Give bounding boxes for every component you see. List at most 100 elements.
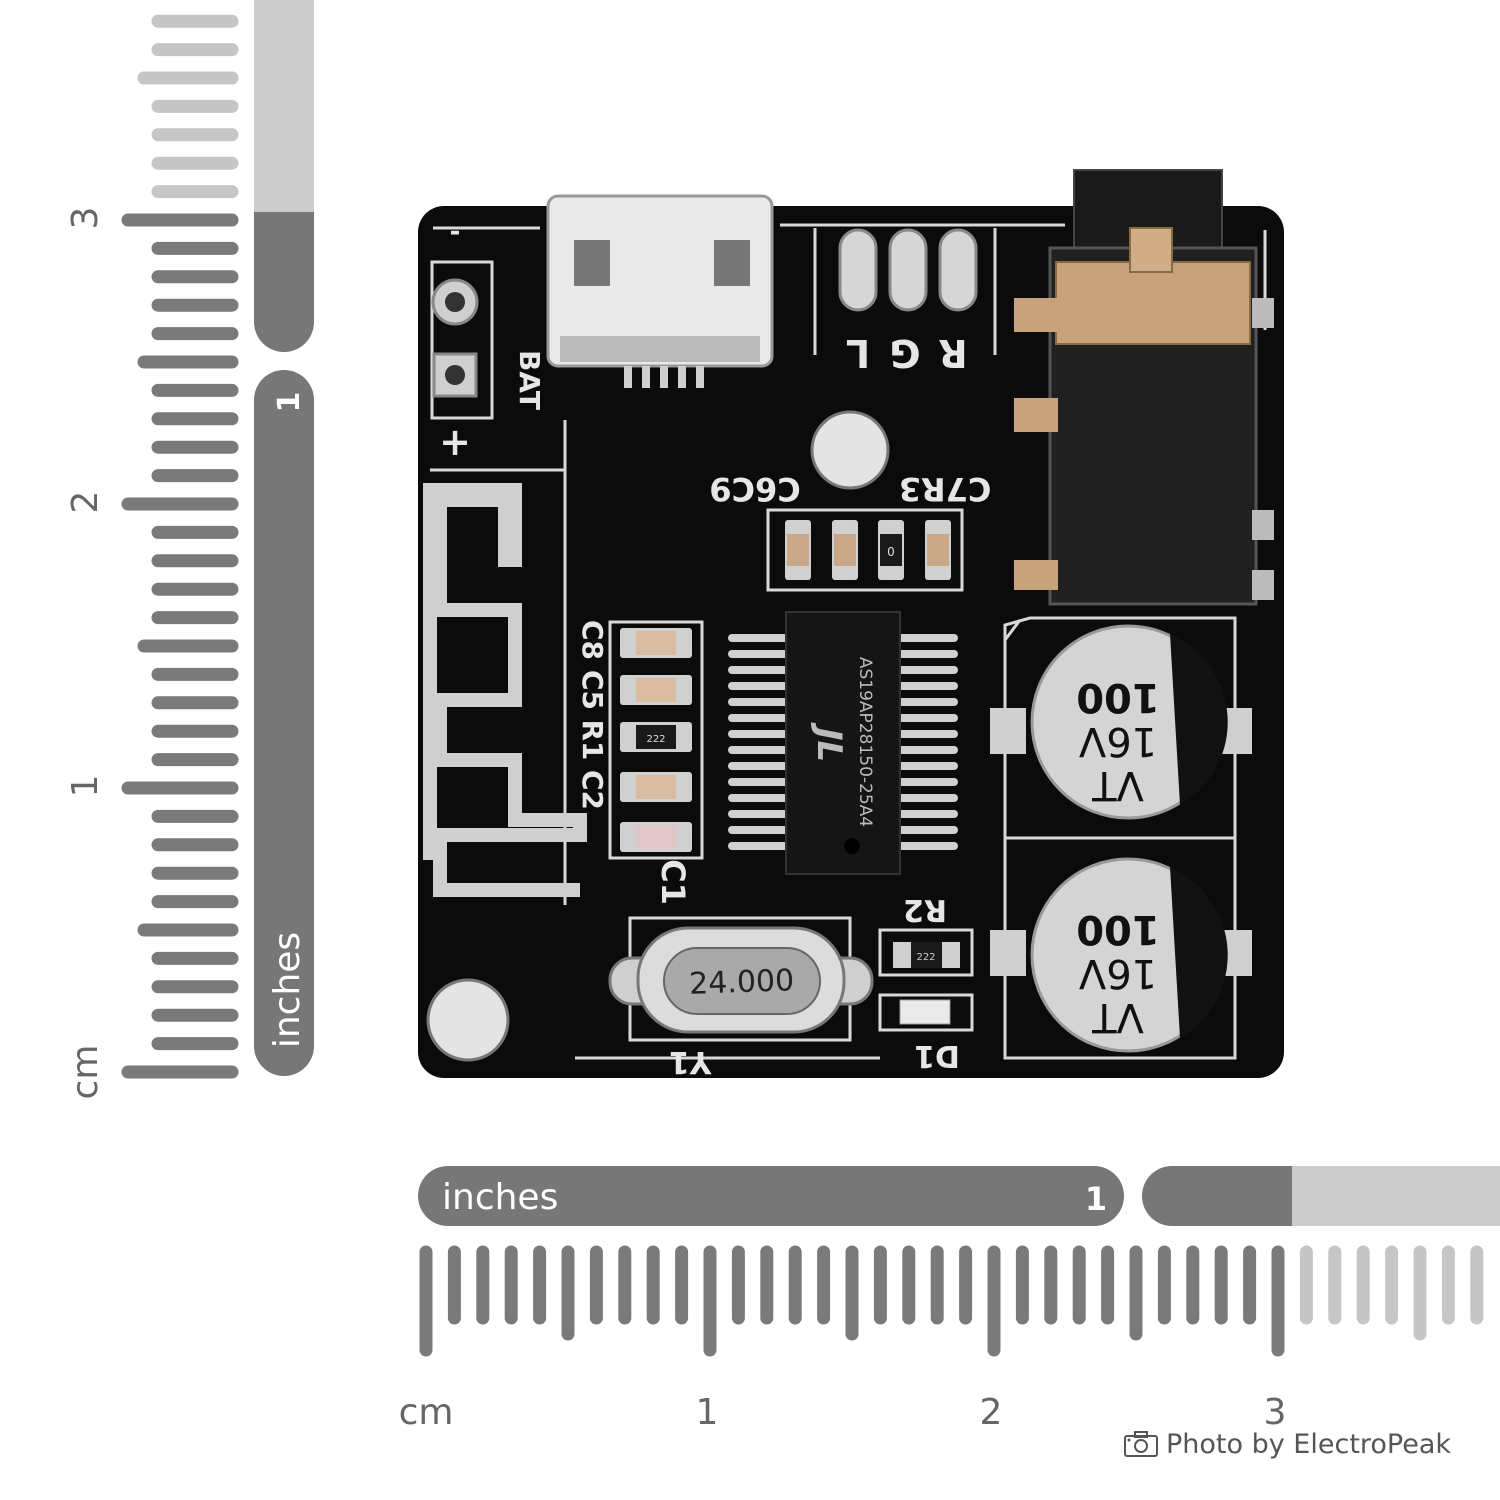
inch-bar-light <box>254 0 314 212</box>
smd-component <box>832 520 858 580</box>
r1-code: 222 <box>646 734 665 745</box>
label-c1: C1 <box>654 859 692 905</box>
smd-component-column: 222 <box>620 628 692 852</box>
chip-pin <box>728 746 790 754</box>
horizontal-ruler-ticks <box>419 1245 1484 1357</box>
chip-pin <box>728 650 790 658</box>
r2-outline <box>878 928 974 977</box>
label-minus: - <box>450 217 461 247</box>
label-c2: C2 <box>576 770 609 810</box>
label-pin-l: L <box>846 331 870 375</box>
chip-pin <box>896 650 958 658</box>
vertical-cm-label: cm <box>65 1045 106 1100</box>
chip-pin <box>896 682 958 690</box>
chip-pin <box>896 842 958 850</box>
chip-pin <box>728 698 790 706</box>
chip-logo: JL <box>809 722 849 762</box>
smd-component <box>620 628 692 658</box>
chip-marking: AS19AP28150-25A4 <box>855 657 875 827</box>
bat-minus-hole <box>445 292 465 312</box>
jack-pin-2 <box>1014 398 1058 432</box>
vertical-inch-number: 1 <box>272 392 307 413</box>
chip-pin <box>896 810 958 818</box>
pcb-antenna-trace <box>423 483 587 897</box>
chip-pin <box>728 634 790 642</box>
smd-row-outline <box>766 508 964 592</box>
mounting-hole-top <box>810 410 890 490</box>
smd-component <box>620 675 692 705</box>
label-plus: + <box>439 420 471 464</box>
vertical-ruler-ticks <box>121 14 239 1079</box>
cap2-series: VT <box>1092 994 1144 1040</box>
chip-pin <box>896 666 958 674</box>
label-pin-g: G <box>889 331 920 375</box>
cap2-value: 100 <box>1076 906 1160 952</box>
chip-pin <box>896 794 958 802</box>
horizontal-cm-label: cm <box>399 1392 454 1433</box>
chip-pin <box>728 762 790 770</box>
usb-pin <box>624 366 632 388</box>
crystal-frequency: 24.000 <box>689 963 795 1002</box>
cap1-value: 100 <box>1076 674 1160 720</box>
vertical-cm-1: 1 <box>65 775 106 798</box>
audio-output-pads <box>838 228 978 312</box>
chip-pin <box>896 698 958 706</box>
photo-credit-text: Photo by ElectroPeak <box>1166 1428 1452 1460</box>
chip-pin <box>896 826 958 834</box>
label-r2: R2 <box>903 892 947 927</box>
smd-component <box>878 520 904 580</box>
label-bat: BAT <box>513 350 546 410</box>
crystal-oscillator: 24.000 <box>608 926 874 1034</box>
vertical-inch-label: inches <box>267 932 308 1048</box>
chip-pin <box>728 730 790 738</box>
jack-pin-4 <box>1252 298 1274 328</box>
chip-pin <box>896 634 958 642</box>
smd-component <box>925 520 951 580</box>
label-y1: Y1 <box>669 1044 713 1079</box>
h-inch-bar-light <box>1292 1166 1500 1226</box>
vertical-cm-2: 2 <box>65 491 106 514</box>
jack-pin-5 <box>1252 510 1274 540</box>
chip-pin <box>728 778 790 786</box>
chip-pin <box>728 666 790 674</box>
micro-usb-port[interactable] <box>546 194 774 388</box>
jack-pin-6 <box>1252 570 1274 600</box>
usb-pin <box>642 366 650 388</box>
usb-pin <box>696 366 704 388</box>
chip-pin <box>896 714 958 722</box>
chip-pin <box>728 682 790 690</box>
pcb-board: 0 222 JL AS19AP28150-25A4 24.000 222 <box>418 169 1284 1079</box>
camera-icon <box>1124 1431 1158 1457</box>
d1-led <box>899 999 951 1025</box>
label-r1: R1 <box>576 719 609 760</box>
inch-bar-segment <box>254 212 314 352</box>
label-pin-r: R <box>938 331 967 375</box>
jack-pin-3 <box>1014 560 1058 590</box>
d1-outline <box>878 993 974 1032</box>
label-d1: D1 <box>914 1038 960 1073</box>
audio-jack[interactable] <box>1014 169 1274 606</box>
r2-code: 222 <box>916 952 935 963</box>
smd-zero-marking: 0 <box>887 545 895 559</box>
vertical-cm-3: 3 <box>65 207 106 230</box>
usb-pins <box>624 366 704 388</box>
vertical-ruler: 1 inches 3 2 1 cm <box>65 0 314 1099</box>
horizontal-cm-1: 1 <box>696 1392 719 1433</box>
smd-component <box>785 520 811 580</box>
chip-pin <box>728 842 790 850</box>
cap1-series: VT <box>1092 762 1144 808</box>
photo-credit: Photo by ElectroPeak <box>1124 1424 1451 1464</box>
label-c7r3: C7R3 <box>899 470 992 508</box>
horizontal-inch-label: inches <box>442 1177 558 1218</box>
chip-pin <box>728 810 790 818</box>
mounting-hole-bottom <box>426 978 510 1062</box>
label-c6c9: C6C9 <box>709 470 801 508</box>
main-chip: JL AS19AP28150-25A4 <box>728 611 958 875</box>
chip-pin <box>728 714 790 722</box>
chip-pins <box>728 634 958 850</box>
cap1-voltage: 16V <box>1078 718 1157 764</box>
capacitor-top: VT 16V 100 <box>990 624 1252 820</box>
smd-component <box>620 772 692 802</box>
chip-pin1-dot <box>844 838 860 854</box>
